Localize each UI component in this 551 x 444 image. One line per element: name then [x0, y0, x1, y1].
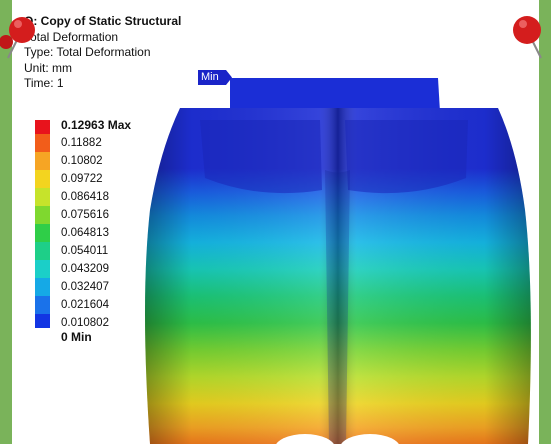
legend-label: 0.075616	[61, 209, 109, 221]
legend-row: 0 Min	[24, 328, 134, 346]
legend-row: 0.09722	[24, 170, 134, 188]
legend-max-label: 0.12963 Max	[61, 118, 132, 132]
model-top-block	[230, 78, 440, 112]
legend-label: 0.032407	[61, 281, 109, 293]
legend-swatch	[35, 188, 50, 206]
result-title: O: Copy of Static Structural	[24, 14, 182, 28]
legend-label: 0.09722	[61, 173, 103, 185]
model-left-pad	[200, 120, 322, 194]
result-type: Type: Total Deformation	[24, 45, 151, 59]
model-right-pad	[345, 120, 468, 194]
legend-swatch	[35, 224, 50, 242]
legend-swatch	[35, 242, 50, 260]
legend-swatch	[35, 314, 50, 328]
model-hole-left	[276, 434, 334, 444]
pushpin-icon	[513, 16, 542, 59]
legend-row: 0.12963 Max	[24, 116, 134, 134]
legend-row: 0.043209	[24, 260, 134, 278]
legend-label: 0.010802	[61, 317, 109, 329]
result-subtitle: Total Deformation	[24, 29, 119, 44]
legend-row: 0.086418	[24, 188, 134, 206]
model-center-groove	[325, 170, 350, 444]
legend-label: 0.064813	[61, 227, 109, 239]
legend-swatch	[35, 134, 50, 152]
model-hole-right	[341, 434, 399, 444]
legend-label: 0.043209	[61, 263, 109, 275]
legend-label: 0.021604	[61, 299, 109, 311]
legend-row: 0.075616	[24, 206, 134, 224]
legend-row: 0.11882	[24, 134, 134, 152]
legend-swatch	[35, 152, 50, 170]
result-unit: Unit: mm	[24, 60, 72, 75]
min-probe-label: Min	[201, 71, 219, 83]
min-probe-tag[interactable]	[198, 70, 232, 85]
legend-row: 0.054011	[24, 242, 134, 260]
legend-swatch	[35, 170, 50, 188]
legend-label: 0.054011	[61, 245, 109, 257]
legend-row: 0.10802	[24, 152, 134, 170]
result-time: Time: 1	[24, 76, 64, 90]
legend-swatch	[35, 278, 50, 296]
legend-label: 0.10802	[61, 155, 103, 167]
legend-row: 0.010802	[24, 314, 134, 332]
legend-row: 0.021604	[24, 296, 134, 314]
legend-swatch	[35, 206, 50, 224]
legend-swatch	[35, 120, 50, 134]
result-header: O: Copy of Static Structural Total Defor…	[24, 14, 244, 92]
legend-row: 0.032407	[24, 278, 134, 296]
legend-min-label: 0 Min	[61, 330, 92, 344]
legend-swatch	[35, 296, 50, 314]
legend-label: 0.11882	[61, 137, 102, 149]
legend-row: 0.064813	[24, 224, 134, 242]
pushpin-icon	[0, 17, 35, 59]
legend-swatch	[35, 260, 50, 278]
legend-label: 0.086418	[61, 191, 109, 203]
